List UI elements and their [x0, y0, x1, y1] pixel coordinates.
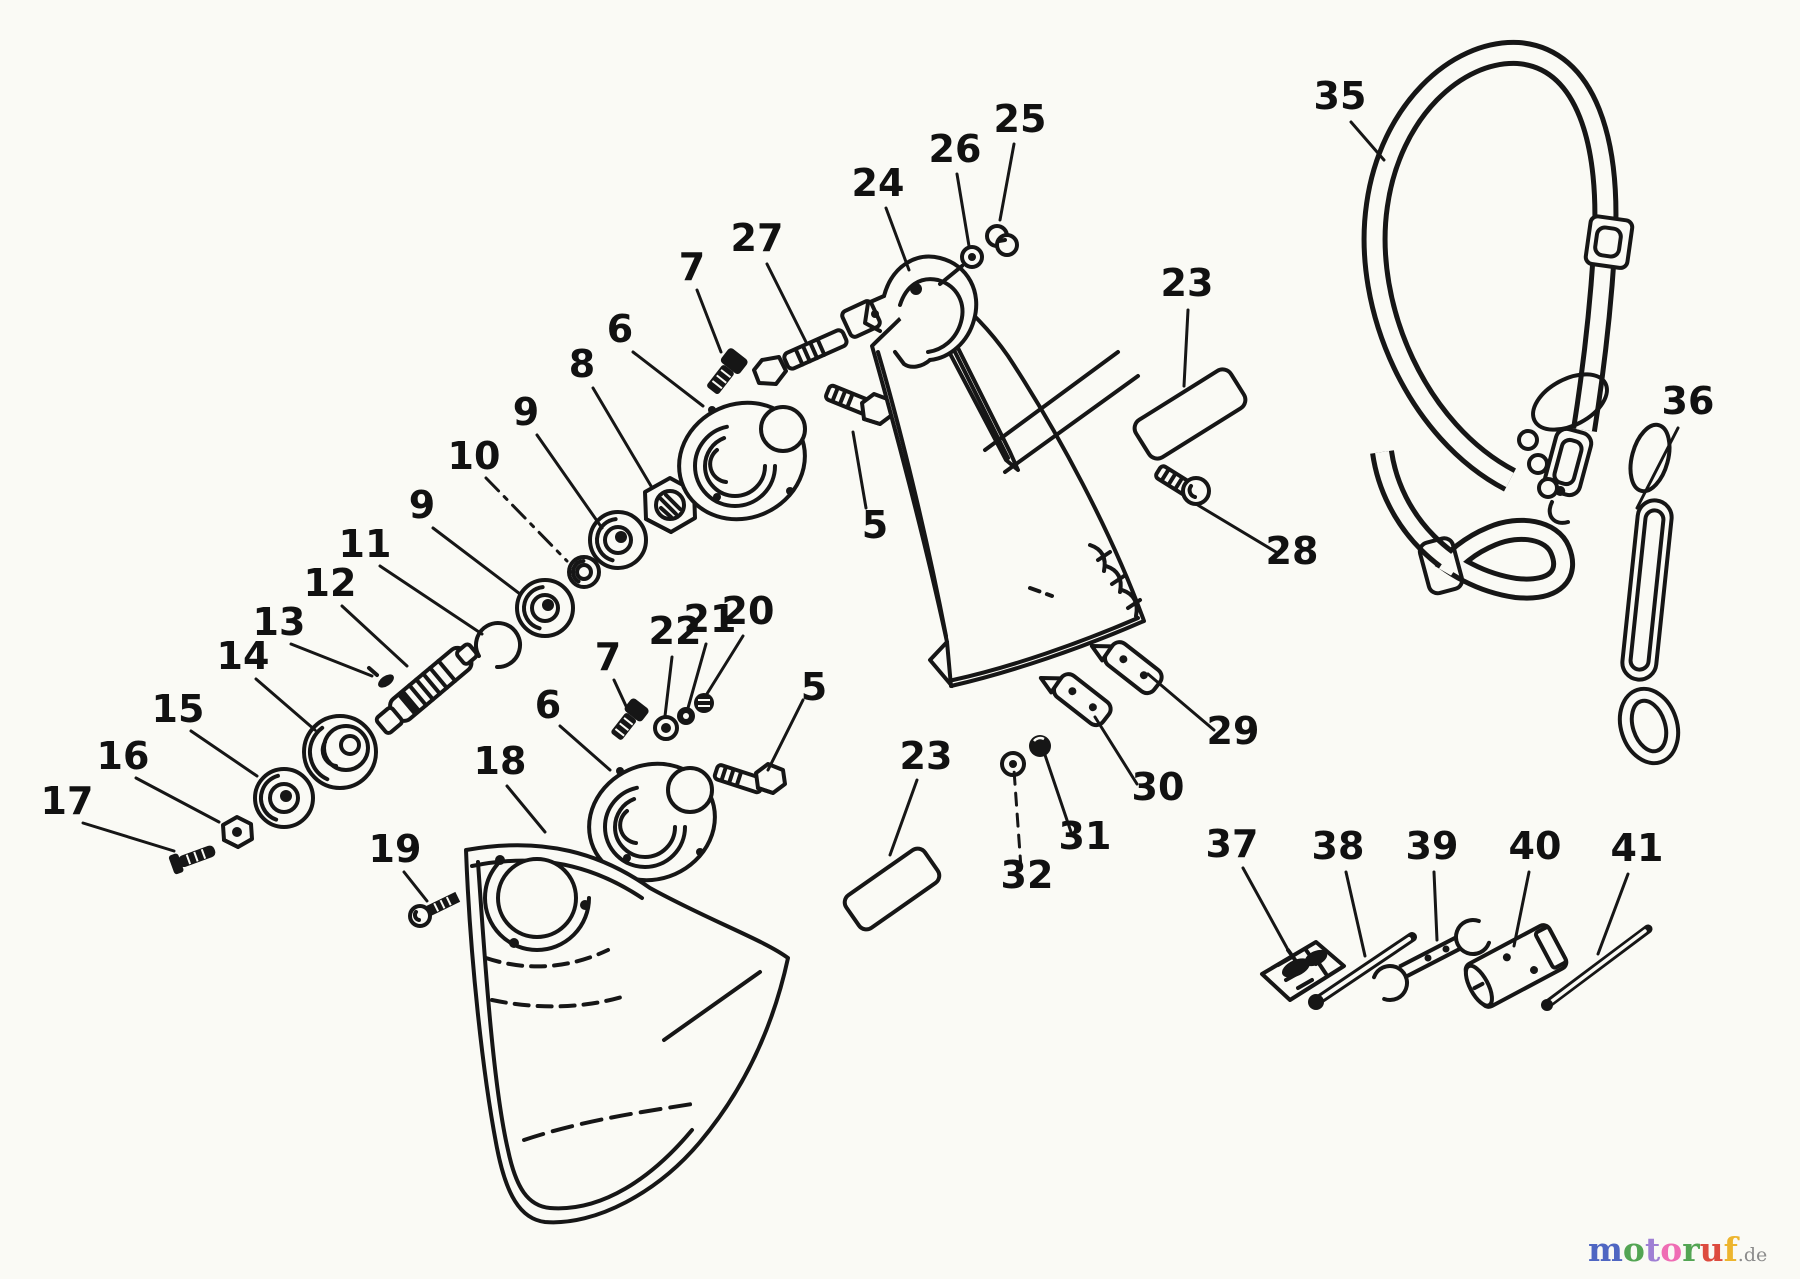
part-bolt-28 — [1154, 464, 1211, 506]
part-bolt-27 — [752, 328, 849, 386]
harness-keeper — [1417, 536, 1465, 596]
part-boom-tube-stub — [983, 350, 1140, 474]
part-nut-16 — [221, 815, 254, 849]
callout-8: 8 — [569, 342, 595, 386]
part-bearing-9-upper — [588, 510, 648, 570]
part-bracket-30 — [1038, 672, 1113, 728]
callout-25: 25 — [994, 97, 1047, 141]
part-nut-25 — [985, 224, 1019, 257]
callout-6-upper: 6 — [607, 307, 633, 351]
callout-32: 32 — [1001, 853, 1054, 897]
part-snap-ring-12 — [474, 621, 522, 669]
callout-11: 11 — [339, 522, 392, 566]
harness-snap-hook — [1542, 426, 1594, 498]
part-nut-31 — [1029, 735, 1051, 757]
watermark-letter: o — [1660, 1230, 1683, 1269]
callout-23-upper: 23 — [1161, 261, 1214, 305]
part-clamp-24 — [863, 254, 979, 369]
part-spacer-10 — [567, 555, 601, 589]
callout-21: 21 — [684, 597, 737, 641]
watermark-letter: o — [1622, 1230, 1645, 1269]
watermark-letter: u — [1699, 1230, 1724, 1269]
callout-5-upper: 5 — [862, 503, 888, 547]
callout-29: 29 — [1207, 709, 1260, 753]
part-cup-washer-14 — [302, 714, 378, 790]
watermark-letter: f — [1723, 1230, 1738, 1269]
callout-7-lower: 7 — [595, 635, 621, 679]
watermark-logo: motoruf.de — [1588, 1230, 1767, 1269]
part-socket-wrench-40 — [1463, 923, 1569, 1009]
callout-9-upper: 9 — [513, 390, 539, 434]
part-shield-18 — [464, 843, 790, 1225]
part-gear-head-housing-upper — [677, 400, 807, 522]
callout-5-lower: 5 — [801, 665, 827, 709]
part-bolt-7-upper — [707, 348, 748, 395]
part-bearing-9-lower — [515, 578, 575, 638]
callout-15: 15 — [152, 687, 205, 731]
part-shaft-cone — [870, 296, 1146, 688]
part-washer-26 — [960, 245, 984, 269]
callout-36: 36 — [1662, 379, 1715, 423]
callout-26: 26 — [929, 127, 982, 171]
callout-30: 30 — [1132, 765, 1185, 809]
callout-24: 24 — [852, 161, 905, 205]
part-bolt-19 — [408, 891, 461, 928]
part-rod-38 — [1308, 932, 1417, 1010]
part-nut-8 — [643, 476, 697, 534]
part-bolt-5-upper — [824, 383, 894, 426]
leader-lines — [81, 120, 1680, 958]
callout-39: 39 — [1406, 824, 1459, 868]
part-decal-23-lower — [842, 846, 942, 932]
part-bracket-29 — [1089, 640, 1164, 696]
callout-40: 40 — [1509, 824, 1562, 868]
callout-41: 41 — [1611, 826, 1664, 870]
part-washer-22 — [653, 715, 679, 741]
callout-6-lower: 6 — [535, 683, 561, 727]
callout-13: 13 — [253, 600, 306, 644]
part-chain-36 — [1617, 422, 1681, 766]
harness-buckle — [1583, 214, 1635, 270]
callout-23-lower: 23 — [900, 734, 953, 778]
part-mount-plate — [840, 299, 882, 339]
part-gear-head-housing-lower — [587, 761, 717, 883]
part-key-13 — [367, 666, 394, 688]
callout-31: 31 — [1059, 814, 1112, 858]
part-washer-21 — [677, 707, 695, 725]
part-bolt-5-lower — [712, 762, 787, 795]
callout-12: 12 — [304, 561, 357, 605]
callout-10: 10 — [448, 434, 501, 478]
part-pin-17 — [168, 845, 216, 875]
callout-28: 28 — [1266, 529, 1319, 573]
part-nut-20 — [694, 693, 714, 713]
watermark-letter: r — [1682, 1230, 1700, 1269]
callout-16: 16 — [97, 734, 150, 778]
part-bolt-7-lower — [611, 698, 649, 740]
part-wrench-39 — [1371, 918, 1492, 1002]
callout-9-lower: 9 — [409, 483, 435, 527]
callout-18: 18 — [474, 739, 527, 783]
callout-38: 38 — [1312, 824, 1365, 868]
part-decal-23-upper — [1132, 367, 1248, 461]
part-file-37 — [1260, 940, 1346, 1002]
callout-37: 37 — [1206, 822, 1259, 866]
callout-19: 19 — [369, 827, 422, 871]
callout-22: 22 — [649, 609, 702, 653]
callout-7-upper: 7 — [679, 245, 705, 289]
part-bar-41 — [1541, 924, 1653, 1011]
part-washer-15 — [253, 767, 315, 829]
part-harness-35 — [1361, 39, 1635, 601]
callout-20: 20 — [722, 589, 775, 633]
callout-14: 14 — [217, 634, 270, 678]
harness-d-ring — [1531, 372, 1609, 432]
callout-27: 27 — [731, 216, 784, 260]
part-spline-shaft-11 — [374, 642, 479, 735]
watermark-letter: t — [1644, 1230, 1661, 1269]
callout-17: 17 — [41, 779, 94, 823]
callout-35: 35 — [1314, 74, 1367, 118]
watermark-suffix: .de — [1737, 1244, 1768, 1266]
watermark-letter: m — [1588, 1230, 1623, 1269]
